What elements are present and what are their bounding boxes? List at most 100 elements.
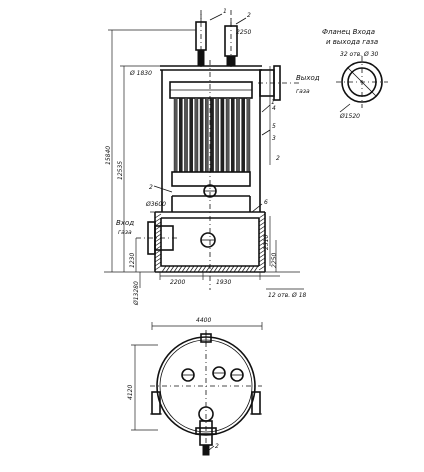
hatch-line (258, 257, 266, 263)
dimension-lines (104, 29, 304, 290)
hatch-line (154, 253, 162, 259)
hatch-line (221, 265, 227, 273)
hatch-line (229, 265, 235, 273)
hatch-line (177, 265, 183, 273)
tube (225, 97, 230, 173)
hatch-line (154, 229, 162, 235)
hatch-line (193, 265, 199, 273)
tube (199, 97, 204, 173)
hatch-line (213, 265, 219, 273)
tube (194, 97, 199, 173)
inlet-label-line2: газа (118, 229, 132, 236)
dim-2250: 2250 (236, 29, 251, 36)
dim-12-holes: 12 отв. Ø 18 (268, 292, 307, 299)
dim-1930: 1930 (216, 279, 231, 286)
tube (204, 97, 209, 173)
hatch-line (258, 249, 266, 255)
callout-4: 4 (272, 105, 276, 112)
tube (236, 97, 240, 173)
callout-2-plan: 2 (215, 443, 219, 450)
hatch-line (169, 265, 175, 273)
hatch-line (233, 265, 239, 273)
tube (215, 97, 220, 173)
dim-15840: 15840 (105, 146, 112, 165)
dim-2310: 2310 (263, 235, 270, 250)
hatch-line (154, 217, 162, 223)
callout-2-mid: 2 (276, 155, 280, 162)
outlet-label-line2: газа (296, 88, 310, 95)
hatch-line (154, 225, 162, 231)
callout-1-top: 1 (223, 8, 227, 15)
hatch-line (165, 265, 171, 273)
gas-inlet-nozzle (136, 221, 180, 255)
hatch-line (258, 245, 266, 251)
flange-detail (336, 56, 388, 113)
hatch-line (241, 265, 247, 273)
callout-1-mid: 1 (271, 99, 275, 106)
hatch-line (237, 265, 243, 273)
top-nozzles (195, 10, 238, 70)
dim-13280: Ø13280 (133, 281, 140, 306)
tube-bundle (173, 97, 251, 173)
hatch-line (185, 265, 191, 273)
hatch-line (154, 213, 162, 219)
hatch-line (154, 221, 162, 227)
hatch-line (258, 237, 266, 243)
tube (220, 97, 225, 173)
hatch-line (154, 241, 162, 247)
flange-title-line1: Фланец Входа (322, 28, 375, 36)
hatch-line (154, 261, 162, 267)
hatch-line (197, 265, 203, 273)
flange-title-line2: и выхода газа (326, 38, 378, 46)
inlet-label-line1: Вход (116, 219, 134, 227)
hatch-line (258, 225, 266, 231)
tube (189, 97, 194, 173)
callout-2-top: 2 (247, 12, 251, 19)
hatch-line (209, 265, 215, 273)
dim-3600: Ø3600 (145, 201, 166, 208)
dia-top-label: Ø 1830 (129, 70, 152, 77)
hatch-line (258, 265, 266, 271)
hatch-line (154, 245, 162, 251)
tube (178, 97, 183, 173)
tube (173, 97, 178, 173)
hatch-line (217, 265, 223, 273)
hatch-line (154, 257, 162, 263)
callout-6: 6 (264, 199, 268, 206)
hatch-line (258, 241, 266, 247)
hatch-line (245, 265, 251, 273)
hatch-line (205, 265, 211, 273)
hatch-line (189, 265, 195, 273)
callout-3: 3 (272, 135, 276, 142)
hatch-line (181, 265, 187, 273)
hatch-line (161, 265, 167, 273)
plan-view (131, 322, 263, 456)
dim-1230: 1230 (129, 253, 136, 268)
front-elevation (104, 10, 304, 290)
hatch-line (154, 233, 162, 239)
flange-dia-label: Ø1520 (339, 113, 360, 120)
hatch-line (258, 261, 266, 267)
tube (184, 97, 188, 173)
dim-2250-right: 2250 (271, 253, 278, 268)
hatch-line (258, 217, 266, 223)
callout-2-body: 2 (149, 184, 153, 191)
tube (246, 97, 251, 173)
gas-outlet-nozzle (258, 65, 300, 101)
hatch-line (258, 229, 266, 235)
hatch-line (258, 253, 266, 259)
tube (241, 97, 246, 173)
hatch-line (173, 265, 179, 273)
tube (210, 97, 214, 173)
outlet-label-line1: Выход (296, 74, 320, 82)
flange-holes-label: 32 отв. Ø 30 (340, 51, 379, 58)
hatch-line (249, 265, 255, 273)
dim-2200: 2200 (170, 279, 185, 286)
dim-4120: 4120 (127, 385, 134, 400)
tube (230, 97, 235, 173)
dim-4400: 4400 (196, 317, 211, 324)
hatch-line (258, 233, 266, 239)
hatch-line (154, 249, 162, 255)
dim-12535: 12535 (117, 161, 124, 180)
